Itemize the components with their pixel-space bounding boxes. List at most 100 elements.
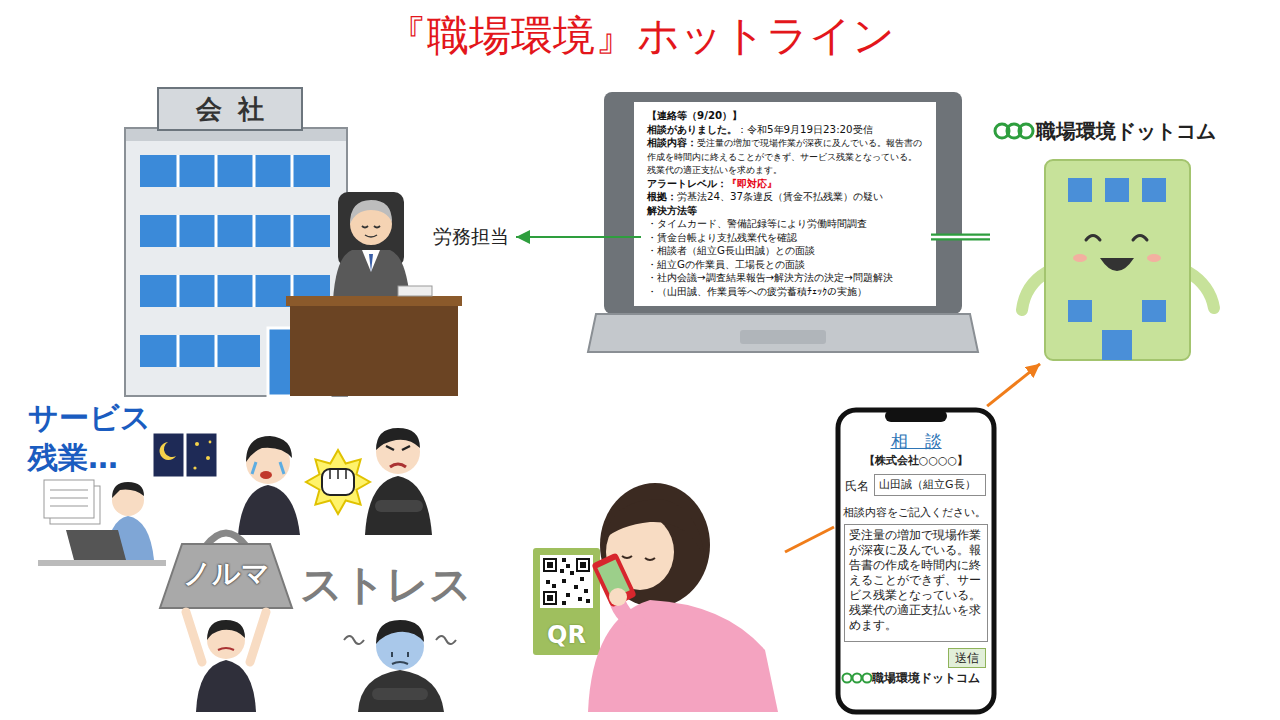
woman-with-phone [591, 552, 637, 607]
staff-person [362, 226, 380, 228]
qr-code-card [547, 562, 553, 568]
woman-with-phone [600, 483, 710, 607]
smartphone-frame [885, 410, 947, 422]
form-heading: 相 談 [836, 430, 996, 452]
report-text: ・賃金台帳より支払残業代を確認 [647, 231, 797, 243]
connector-group [931, 237, 990, 238]
night-window [193, 466, 196, 469]
arrow-connector [987, 364, 1040, 406]
phone-logo-mark [853, 674, 862, 683]
overtime-worker [112, 482, 144, 498]
qr-code-card [546, 580, 550, 584]
laptop-art [604, 92, 962, 314]
phone-logo-text: 職場環境ドットコム [872, 670, 980, 686]
building-character [1073, 254, 1087, 262]
report-text: 【連絡等（9/20）】 [647, 109, 742, 121]
report-text: ・社内会議→調査結果報告→解決方法の決定→問題解決 [647, 271, 893, 283]
report-text: ・相談者（組立G長山田誠）との面談 [647, 244, 815, 256]
service-logo-mark [995, 124, 1033, 138]
woman-with-phone [609, 588, 627, 606]
building-character [1086, 236, 1147, 241]
connector-group [516, 237, 641, 238]
text-line: ・組立Gの作業員、工場長との面談 [647, 258, 925, 272]
qr-code-card [562, 601, 566, 605]
report-text: 相談内容： [647, 136, 697, 148]
harassment-scene [260, 471, 272, 479]
qr-code-card [540, 555, 593, 608]
office-desk [398, 286, 432, 296]
text-line: 【連絡等（9/20）】 [647, 109, 925, 123]
building-sign: 会社 [158, 90, 302, 128]
name-value: 山田誠（組立G長） [879, 478, 981, 492]
qr-code-card [545, 560, 555, 570]
qr-code-card [570, 571, 574, 575]
building-character [1068, 178, 1092, 202]
report-text: 『即対応』 [727, 177, 777, 189]
quota-woman [207, 620, 245, 640]
building-character [1147, 254, 1161, 262]
quota-weight [160, 533, 292, 608]
harassment-scene [365, 476, 432, 535]
qr-code-card [586, 599, 590, 603]
harassment-scene [238, 428, 432, 535]
overtime-worker [50, 490, 88, 506]
laptop-art [634, 102, 936, 306]
quota-weight [160, 544, 292, 608]
report-text: アラートレベル： [647, 177, 727, 189]
harassment-scene [252, 462, 284, 474]
office-desk [286, 286, 462, 396]
qr-code-card [545, 593, 555, 603]
qr-code-card [560, 569, 564, 573]
quota-woman [196, 660, 256, 712]
harassment-scene [390, 464, 406, 467]
building-character [1142, 300, 1166, 322]
woman-with-phone [588, 483, 778, 712]
text-line: 相談がありました。：令和5年9月19日23:20受信 [647, 123, 925, 137]
qr-code-card [533, 548, 600, 655]
quota-woman [186, 612, 266, 662]
qr-code-card [562, 579, 566, 583]
company-building-art [140, 335, 260, 367]
send-label: 送信 [949, 649, 985, 667]
quota-woman [218, 648, 234, 650]
stressed-man [376, 620, 424, 644]
qr-code-card [584, 589, 588, 593]
diagram-title: 『職場環境』ホットライン [0, 8, 1280, 64]
quota-woman [186, 612, 266, 712]
company-building-art [158, 88, 302, 130]
text-line: ・（山田誠、作業員等への疲労蓄積ﾁｪｯｸの実施） [647, 285, 925, 299]
night-window [209, 441, 212, 444]
night-window [184, 432, 187, 478]
qr-code-card [574, 585, 578, 589]
qr-code-card [578, 597, 582, 601]
report-text: 解決方法等 [647, 204, 697, 216]
night-window [152, 432, 218, 478]
qr-code-card [566, 593, 570, 597]
harassment-scene [306, 450, 370, 514]
report-text: ：令和5年9月19日23:20受信 [737, 123, 873, 135]
woman-with-phone [603, 500, 705, 561]
staff-person [369, 254, 373, 272]
office-desk [290, 300, 458, 396]
text-line: 解決方法等 [647, 204, 925, 218]
phone-logo-mark [843, 674, 872, 683]
qr-code-card [580, 562, 586, 568]
quota-caption: ノルマ [170, 556, 282, 592]
connector-group [987, 364, 1040, 406]
harassment-scene [322, 469, 354, 495]
stressed-man [358, 670, 444, 712]
text-line: 根拠：労基法24、37条違反（賃金不払残業）の疑い [647, 190, 925, 204]
service-logo-mark [1019, 124, 1033, 138]
qr-code-card [552, 584, 556, 588]
arrow-connector [516, 236, 641, 238]
night-window [160, 442, 176, 460]
text-line: ・賃金台帳より支払残業代を確認 [647, 231, 925, 245]
double-line-gap [931, 236, 990, 239]
qr-code-card [566, 564, 570, 568]
send-button: 送信 [948, 648, 986, 668]
qr-code-card [562, 558, 566, 562]
